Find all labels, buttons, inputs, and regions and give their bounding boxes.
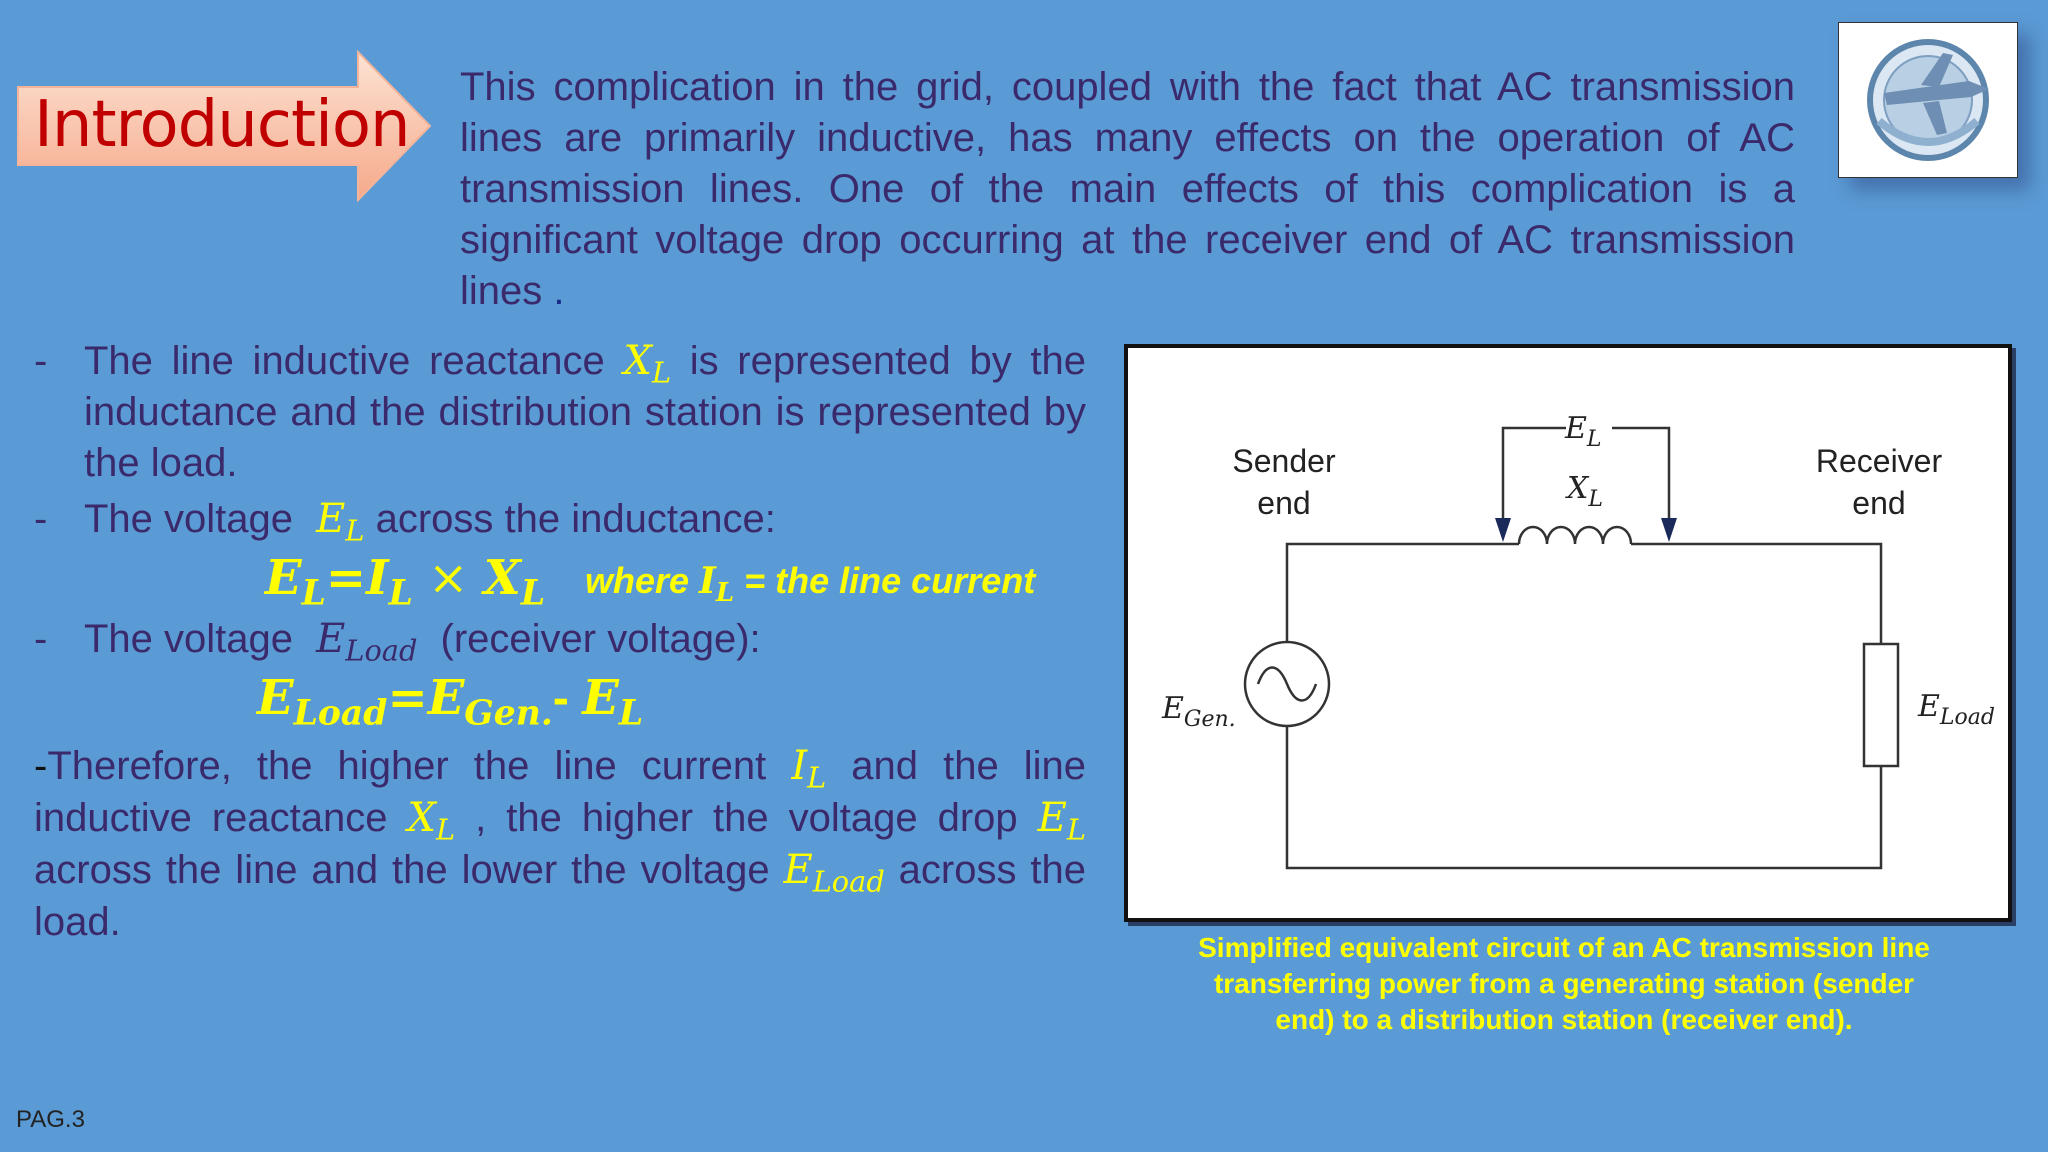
therefore-x: X (407, 795, 437, 841)
eload-label-sym: E (1917, 689, 1940, 724)
xl-label: XL (1565, 471, 1603, 512)
xl-symbol-letter: X (623, 338, 652, 384)
top-right-wire (1665, 542, 1883, 644)
intro-paragraph-ending: . (542, 269, 565, 313)
receiver-label-line1: Receiver (1816, 443, 1943, 479)
el-bracket-left (1501, 426, 1566, 536)
bullet-dash: - (34, 339, 48, 383)
eload-symbol: ELoad (316, 616, 417, 665)
therefore-eload: E (783, 847, 813, 893)
egen-label-sub: Gen. (1184, 707, 1236, 732)
bullet2-part1: The voltage (84, 497, 305, 541)
circuit-schematic: Sender end Receiver end EL XL EGen. ELoa… (1161, 411, 1995, 870)
sine-wave-icon (1256, 666, 1318, 702)
eq1-lhs-sub: L (301, 573, 326, 614)
eq1-i: I (366, 550, 389, 606)
bullet-dash: - (34, 497, 48, 541)
eq1-x-sub: L (520, 573, 546, 614)
caption-line2: transferring power from a generating sta… (1213, 968, 1915, 999)
eload-symbol-sub: Load (345, 633, 418, 668)
bullet1-part2: is represented by the inductance and the… (84, 339, 1086, 485)
eq1-equals: = (325, 550, 367, 606)
where-text: where (585, 560, 700, 601)
equation-eload: ELoad=EGen.- EL (257, 670, 643, 731)
therefore-text-4: across the line and the lower the voltag… (34, 848, 784, 892)
therefore-i: I (791, 743, 808, 789)
receiver-label-line2: end (1852, 485, 1905, 521)
equation-where-note: where IL = the line current (585, 560, 1036, 606)
el-label-sub: L (1586, 427, 1602, 452)
where-rest: = the line current (734, 560, 1036, 601)
load-resistor-icon (1862, 642, 1900, 768)
intro-paragraph-text: This complication in the grid, coupled w… (460, 65, 1795, 313)
page-number: PAG.3 (16, 1106, 85, 1133)
bottom-wire (1285, 650, 1883, 870)
eq2-el-sub: L (618, 693, 644, 734)
bullet-dash: - (34, 617, 48, 661)
sender-label-line1: Sender (1232, 443, 1336, 479)
therefore-text-2: and the line inductive reactance (34, 744, 1087, 840)
therefore-paragraph: -Therefore, the higher the line current … (34, 740, 1086, 948)
eq1-times: × (412, 550, 484, 606)
caption-line1: Simplified equivalent circuit of an AC t… (1198, 932, 1930, 963)
introduction-arrow-shape (17, 50, 432, 203)
xl-label-sub: L (1587, 487, 1603, 512)
equation-el: EL=IL × XL (265, 550, 545, 611)
therefore-text-5: across the load. (34, 848, 1087, 944)
inductor-coil (1517, 525, 1633, 545)
therefore-x-sub: L (436, 812, 456, 847)
bullet-text: The voltage EL across the inductance: (84, 494, 776, 545)
bullet2-part2: across the inductance: (364, 497, 776, 541)
bullet1-part1: The line inductive reactance (84, 339, 624, 383)
therefore-dash: - (34, 744, 48, 788)
egen-label: EGen. (1161, 691, 1236, 732)
bullet3-part2: (receiver voltage): (429, 617, 761, 661)
therefore-text-1: Therefore, the higher the line current (47, 744, 792, 788)
where-i: I (699, 560, 716, 602)
el-symbol-letter: E (316, 496, 346, 542)
eq2-minus: - (552, 672, 583, 725)
el-arrow-left-icon (1495, 518, 1511, 542)
logo-emblem-icon (1867, 39, 1989, 161)
bullet-text: The line inductive reactance XL is repre… (84, 336, 1086, 489)
eq1-i-sub: L (388, 573, 413, 614)
university-logo (1838, 22, 2018, 178)
eload-label-sub: Load (1939, 705, 1995, 730)
caption-line3: end) to a distribution station (receiver… (1275, 1004, 1853, 1035)
el-symbol-sub: L (345, 513, 365, 548)
eq2-el: E (582, 670, 619, 726)
eq1-lhs: E (265, 550, 302, 606)
eq1-x: X (483, 550, 521, 606)
bullet3-part1: The voltage (84, 617, 305, 661)
therefore-e-sub: L (1066, 812, 1086, 847)
el-arrow-right-icon (1661, 518, 1677, 542)
xl-symbol: XL (623, 338, 671, 387)
therefore-text-3: , the higher the voltage drop (455, 796, 1038, 840)
therefore-eload-sub: Load (812, 864, 885, 899)
eq2-gen-sub: Gen. (464, 693, 553, 734)
introduction-heading: Introduction (34, 88, 411, 162)
circuit-diagram: Sender end Receiver end EL XL EGen. ELoa… (1124, 344, 2012, 922)
eq2-lhs-sub: Load (293, 693, 388, 734)
egen-label-sym: E (1161, 691, 1184, 726)
eq2-equals: = (387, 670, 428, 726)
el-label: EL (1564, 411, 1602, 452)
el-label-sym: E (1564, 411, 1587, 446)
eload-symbol-letter: E (316, 616, 346, 662)
sender-label-line2: end (1257, 485, 1310, 521)
el-symbol: EL (316, 496, 364, 545)
xl-label-sym: X (1565, 471, 1590, 506)
eload-label: ELoad (1917, 689, 1995, 730)
therefore-e: E (1037, 795, 1067, 841)
eq2-gen: E (427, 670, 465, 726)
el-bracket-right (1612, 426, 1671, 536)
therefore-i-sub: L (807, 760, 827, 795)
intro-paragraph: This complication in the grid, coupled w… (460, 62, 1795, 317)
where-i-sub: L (715, 577, 735, 608)
bullet-text: The voltage ELoad (receiver voltage): (84, 614, 761, 665)
xl-symbol-sub: L (651, 355, 672, 390)
eq2-lhs: E (257, 670, 294, 726)
circuit-caption: Simplified equivalent circuit of an AC t… (1124, 930, 2004, 1038)
